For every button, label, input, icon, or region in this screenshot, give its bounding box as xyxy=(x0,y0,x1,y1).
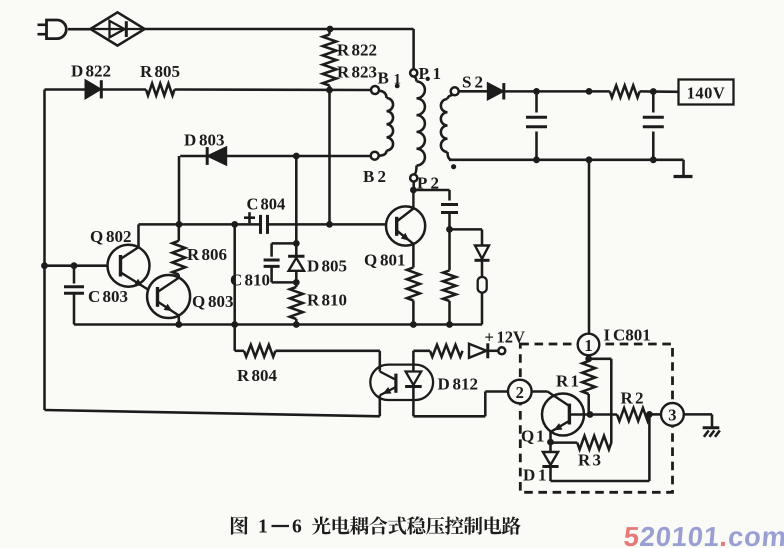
svg-text:R: R xyxy=(187,245,200,264)
svg-text:Q: Q xyxy=(192,292,205,311)
svg-text:R: R xyxy=(140,62,153,81)
svg-text:D: D xyxy=(523,466,535,485)
svg-text:P: P xyxy=(417,174,427,193)
svg-text:Q: Q xyxy=(90,227,103,246)
svg-text:804: 804 xyxy=(252,366,278,385)
svg-text:3: 3 xyxy=(593,451,602,470)
svg-text:R: R xyxy=(337,41,350,60)
svg-text:I: I xyxy=(604,326,611,345)
svg-text:Q: Q xyxy=(364,251,377,270)
svg-text:803: 803 xyxy=(103,287,129,306)
svg-text:806: 806 xyxy=(202,245,228,264)
svg-text:1: 1 xyxy=(538,466,547,485)
svg-text:810: 810 xyxy=(322,291,348,310)
svg-text:1: 1 xyxy=(258,517,268,538)
svg-text:801: 801 xyxy=(380,251,406,270)
svg-text:P: P xyxy=(419,64,429,83)
svg-text:R: R xyxy=(337,63,350,82)
svg-text:2: 2 xyxy=(378,167,387,186)
svg-text:R: R xyxy=(307,291,320,310)
svg-text:2: 2 xyxy=(475,73,484,92)
svg-text:Q: Q xyxy=(521,427,534,446)
svg-text:D: D xyxy=(71,62,83,81)
svg-text:C801: C801 xyxy=(613,326,651,345)
svg-text:+: + xyxy=(485,328,494,347)
svg-text:1: 1 xyxy=(571,372,580,391)
svg-text:12V: 12V xyxy=(497,328,526,347)
svg-text:803: 803 xyxy=(199,131,225,150)
svg-text:D: D xyxy=(184,131,196,150)
svg-text:1: 1 xyxy=(536,427,545,446)
svg-text:S: S xyxy=(462,73,471,92)
svg-text:822: 822 xyxy=(352,41,378,60)
svg-text:2: 2 xyxy=(635,389,644,408)
svg-text:823: 823 xyxy=(352,63,378,82)
svg-text:802: 802 xyxy=(106,227,132,246)
svg-text:6: 6 xyxy=(292,517,302,538)
svg-text:804: 804 xyxy=(261,195,286,214)
svg-text:805: 805 xyxy=(155,62,181,81)
svg-text:3: 3 xyxy=(668,406,676,425)
svg-text:R: R xyxy=(237,366,250,385)
svg-text:140V: 140V xyxy=(687,84,726,103)
svg-text:C: C xyxy=(247,195,259,214)
svg-text:822: 822 xyxy=(86,62,112,81)
svg-text:1: 1 xyxy=(433,64,442,83)
svg-text:803: 803 xyxy=(208,292,234,311)
svg-text:B: B xyxy=(378,69,389,88)
svg-text:D: D xyxy=(438,375,450,394)
svg-text:810: 810 xyxy=(245,271,271,290)
svg-text:B: B xyxy=(363,167,374,186)
svg-text:2: 2 xyxy=(431,174,440,193)
svg-text:C: C xyxy=(230,271,242,290)
svg-text:R: R xyxy=(556,372,569,391)
svg-text:812: 812 xyxy=(453,375,479,394)
svg-text:C: C xyxy=(88,287,100,306)
svg-text:520101.com: 520101.com xyxy=(623,521,784,548)
svg-text:D: D xyxy=(307,257,319,276)
svg-text:1: 1 xyxy=(394,72,402,88)
svg-text:2: 2 xyxy=(516,383,524,402)
svg-text:805: 805 xyxy=(322,257,348,276)
svg-text:R: R xyxy=(578,451,591,470)
svg-text:1: 1 xyxy=(584,336,592,355)
svg-text:R: R xyxy=(621,389,634,408)
